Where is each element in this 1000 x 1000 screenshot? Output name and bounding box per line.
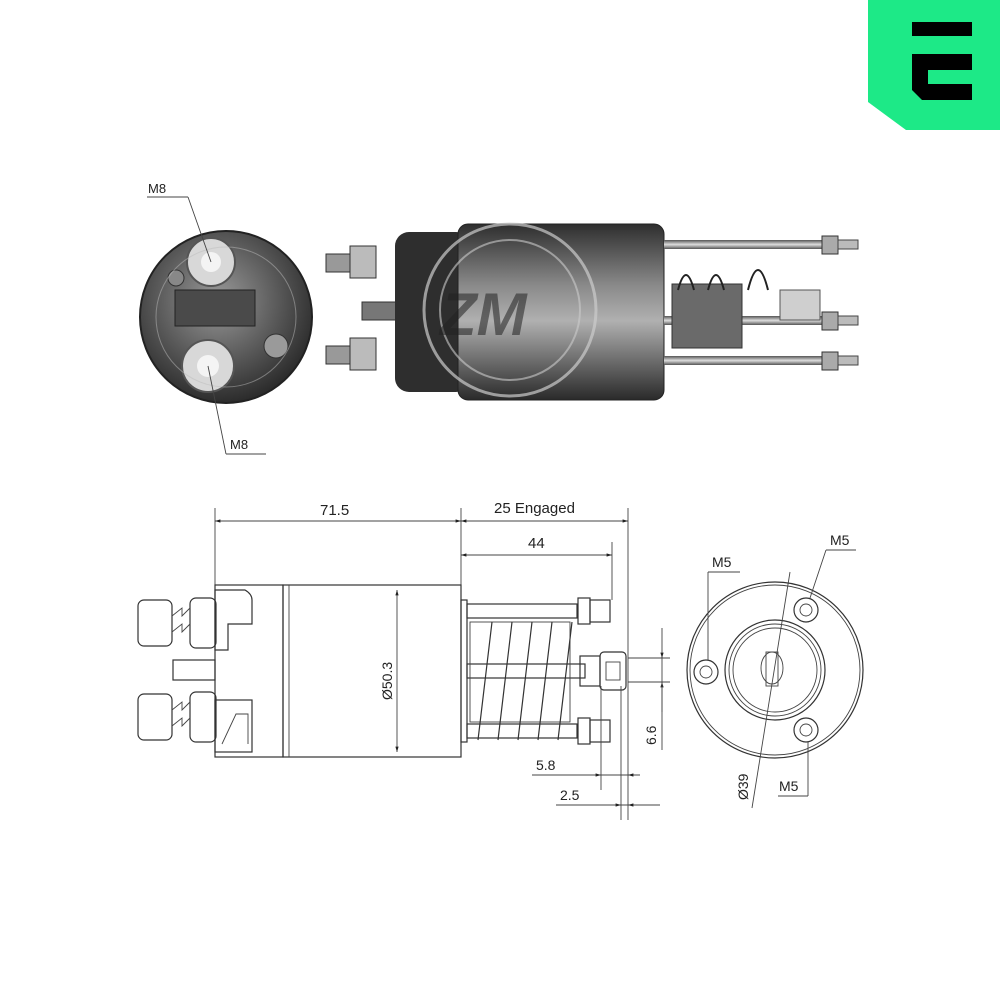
end-view-drawing: Ø39 M5 M5 M5 — [686, 532, 864, 809]
dim-plunger-travel: 25 Engaged — [494, 500, 575, 517]
side-view-drawing: 71.5 25 Engaged 44 Ø50.3 — [137, 500, 670, 820]
dim-eye-width: 6.6 — [643, 725, 659, 745]
label-m5-left: M5 — [712, 554, 732, 570]
brand-logo — [868, 0, 1000, 130]
dim-stud-length: 44 — [528, 535, 545, 552]
label-m5-bottom-right: M5 — [779, 778, 799, 794]
dim-body-diameter: Ø50.3 — [379, 662, 395, 700]
label-m8-top: M8 — [148, 181, 166, 196]
dim-body-length: 71.5 — [320, 502, 349, 519]
watermark: ZM — [438, 281, 529, 348]
label-m8-bottom: M8 — [230, 437, 248, 452]
dim-offset-b: 2.5 — [560, 787, 580, 803]
dim-offset-a: 5.8 — [536, 757, 556, 773]
dim-flange-diameter: Ø39 — [735, 773, 751, 800]
side-view-photo: ZM — [325, 222, 859, 401]
end-view-photo — [139, 230, 313, 404]
label-m5-top-right: M5 — [830, 532, 850, 548]
